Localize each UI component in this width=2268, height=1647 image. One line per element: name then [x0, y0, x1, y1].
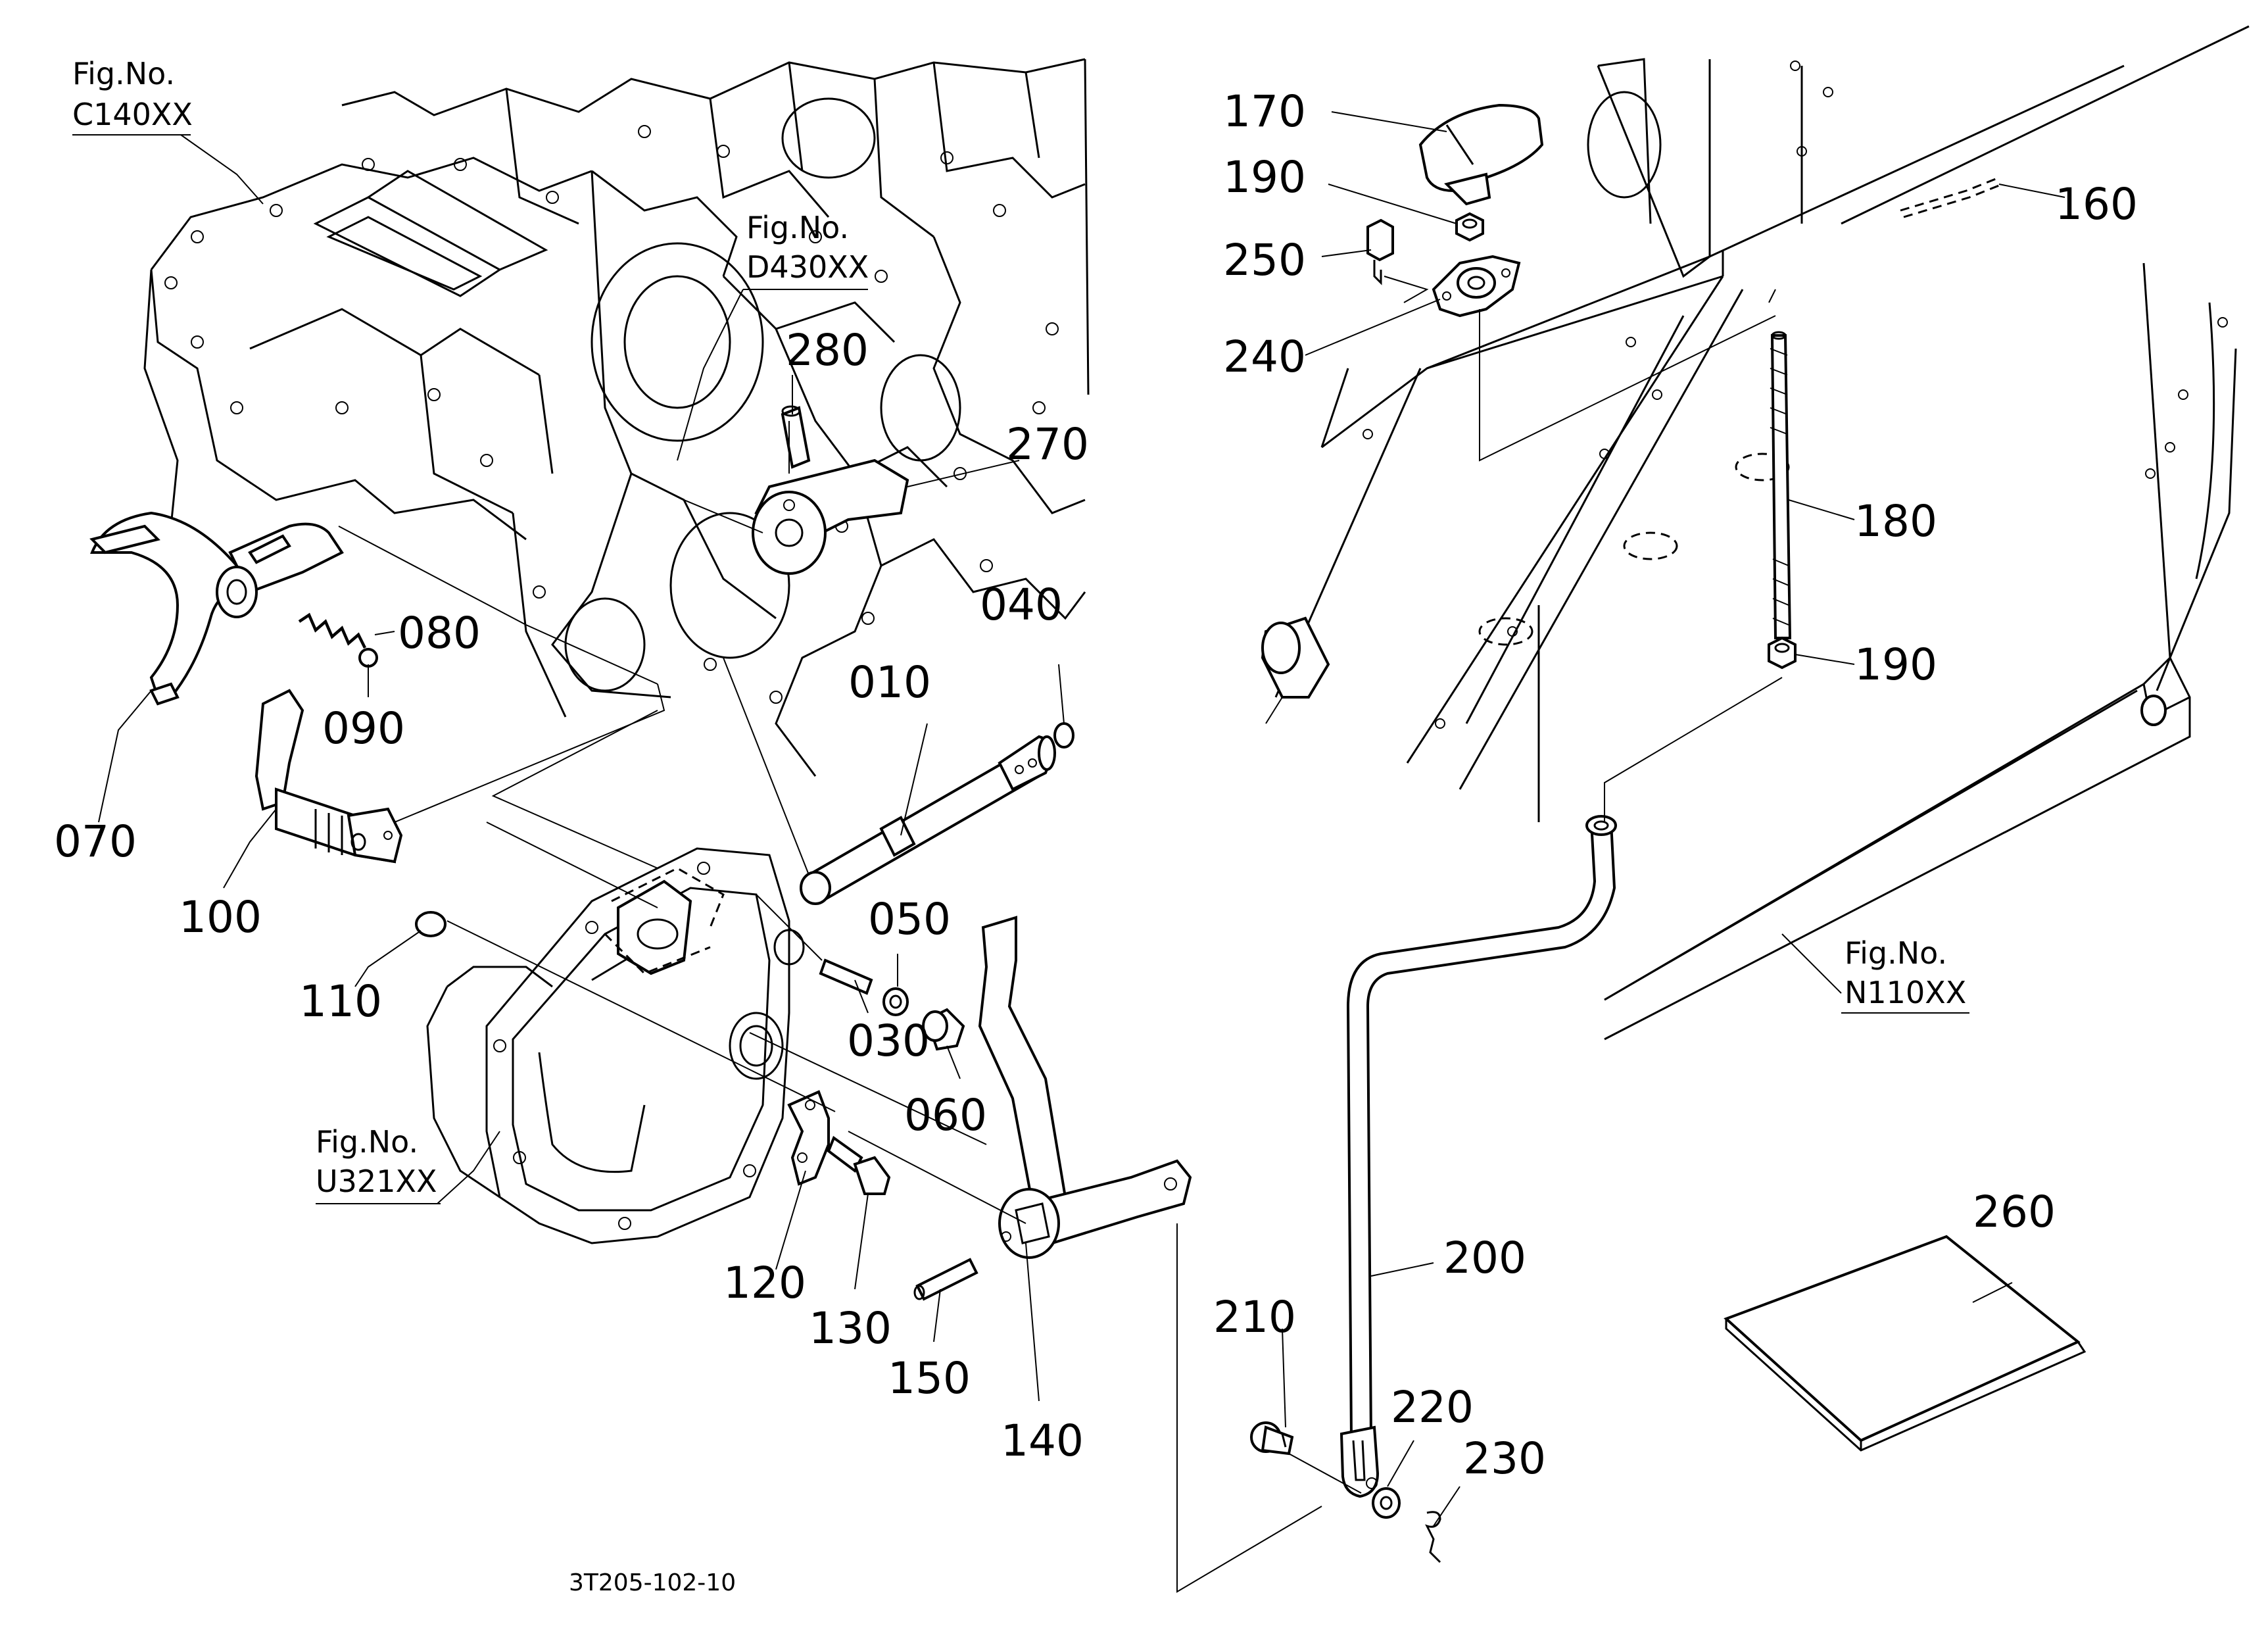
label-100: 100 — [179, 892, 262, 943]
label-120: 120 — [723, 1258, 806, 1308]
label-270: 270 — [1006, 419, 1089, 470]
pin-030 — [819, 958, 873, 995]
label-140: 140 — [1001, 1415, 1084, 1466]
o-ring-110 — [415, 911, 446, 937]
control-rod-200 — [1339, 815, 1617, 1498]
stopper-plate-120 — [787, 1090, 830, 1186]
manual-260 — [1724, 1235, 2087, 1452]
label-030: 030 — [847, 1016, 930, 1066]
label-130: 130 — [809, 1303, 892, 1354]
spring-pin-280 — [781, 405, 811, 469]
figure-ref-n110: Fig.No. N110XX — [1841, 935, 1969, 1014]
label-280: 280 — [786, 325, 869, 376]
svg-text:Fig.No.: Fig.No. — [746, 210, 849, 245]
svg-text:Fig.No.: Fig.No. — [72, 56, 175, 91]
label-090: 090 — [322, 703, 405, 754]
label-070: 070 — [54, 816, 137, 867]
bushing — [1261, 616, 1330, 724]
ball-090 — [358, 648, 378, 668]
label-170: 170 — [1223, 86, 1306, 137]
label-110: 110 — [299, 976, 382, 1027]
left-assembly-lines — [338, 421, 1322, 1593]
knob-170 — [1418, 103, 1544, 206]
label-060: 060 — [904, 1090, 987, 1141]
leader-lines — [98, 111, 2065, 1527]
svg-text:C140XX: C140XX — [72, 97, 193, 132]
figure-ref-d430: Fig.No. D430XX — [743, 210, 869, 290]
right-assembly-lines — [1288, 276, 1783, 1494]
label-010: 010 — [848, 657, 931, 708]
label-260: 260 — [1973, 1187, 2056, 1237]
figure-ref-c140: Fig.No. C140XX — [72, 56, 193, 135]
gearbox-cover — [426, 847, 805, 1244]
label-180: 180 — [1854, 496, 1937, 547]
shift-arm-100 — [254, 689, 403, 864]
label-200: 200 — [1443, 1233, 1526, 1283]
label-230: 230 — [1463, 1433, 1546, 1484]
label-040: 040 — [980, 579, 1063, 630]
cab-panel-outline — [1274, 25, 2250, 822]
nut-190-upper — [1455, 212, 1484, 242]
label-050: 050 — [868, 894, 951, 945]
transmission-case-outline — [143, 58, 1090, 777]
svg-text:D430XX: D430XX — [746, 249, 869, 285]
label-210: 210 — [1213, 1292, 1296, 1342]
snap-ring-040 — [1053, 722, 1074, 749]
svg-text:N110XX: N110XX — [1845, 975, 1966, 1010]
svg-text:Fig.No.: Fig.No. — [1845, 935, 1947, 971]
seal-strip-160 — [1900, 176, 2003, 218]
plug-060 — [922, 1008, 965, 1051]
rod-180 — [1770, 331, 1792, 639]
label-190-upper: 190 — [1223, 152, 1306, 203]
washer-220 — [1372, 1487, 1401, 1519]
clevis-pin-210 — [1250, 1421, 1294, 1456]
label-150: 150 — [888, 1353, 971, 1404]
spring-pin-150 — [913, 1258, 978, 1301]
fender-bracket — [1604, 656, 2191, 1041]
figure-ref-u321: Fig.No. U321XX — [316, 1124, 441, 1204]
drawing-number: 3T205-102-10 — [569, 1569, 736, 1596]
lever-270 — [752, 458, 909, 575]
spring-080 — [298, 612, 367, 649]
label-080: 080 — [398, 608, 481, 658]
boot-plate-240 — [1432, 255, 1521, 318]
label-240: 240 — [1223, 332, 1306, 382]
label-160: 160 — [2055, 179, 2138, 230]
label-220: 220 — [1391, 1382, 1474, 1433]
bolt-130 — [827, 1135, 891, 1195]
label-190-lower: 190 — [1854, 639, 1937, 690]
shift-fork-070 — [89, 511, 344, 706]
label-250: 250 — [1223, 235, 1306, 285]
svg-text:Fig.No.: Fig.No. — [316, 1124, 418, 1160]
nut-190-lower — [1768, 636, 1797, 670]
shift-lever-140 — [978, 916, 1192, 1259]
snap-pin-230 — [1425, 1511, 1441, 1563]
part-number-labels: 010 030 040 050 060 070 080 090 100 110 … — [54, 86, 2138, 1484]
shift-shaft-010 — [800, 735, 1056, 905]
bolt-250 — [1366, 218, 1394, 285]
washer-050 — [882, 987, 909, 1016]
svg-text:U321XX: U321XX — [316, 1164, 437, 1199]
